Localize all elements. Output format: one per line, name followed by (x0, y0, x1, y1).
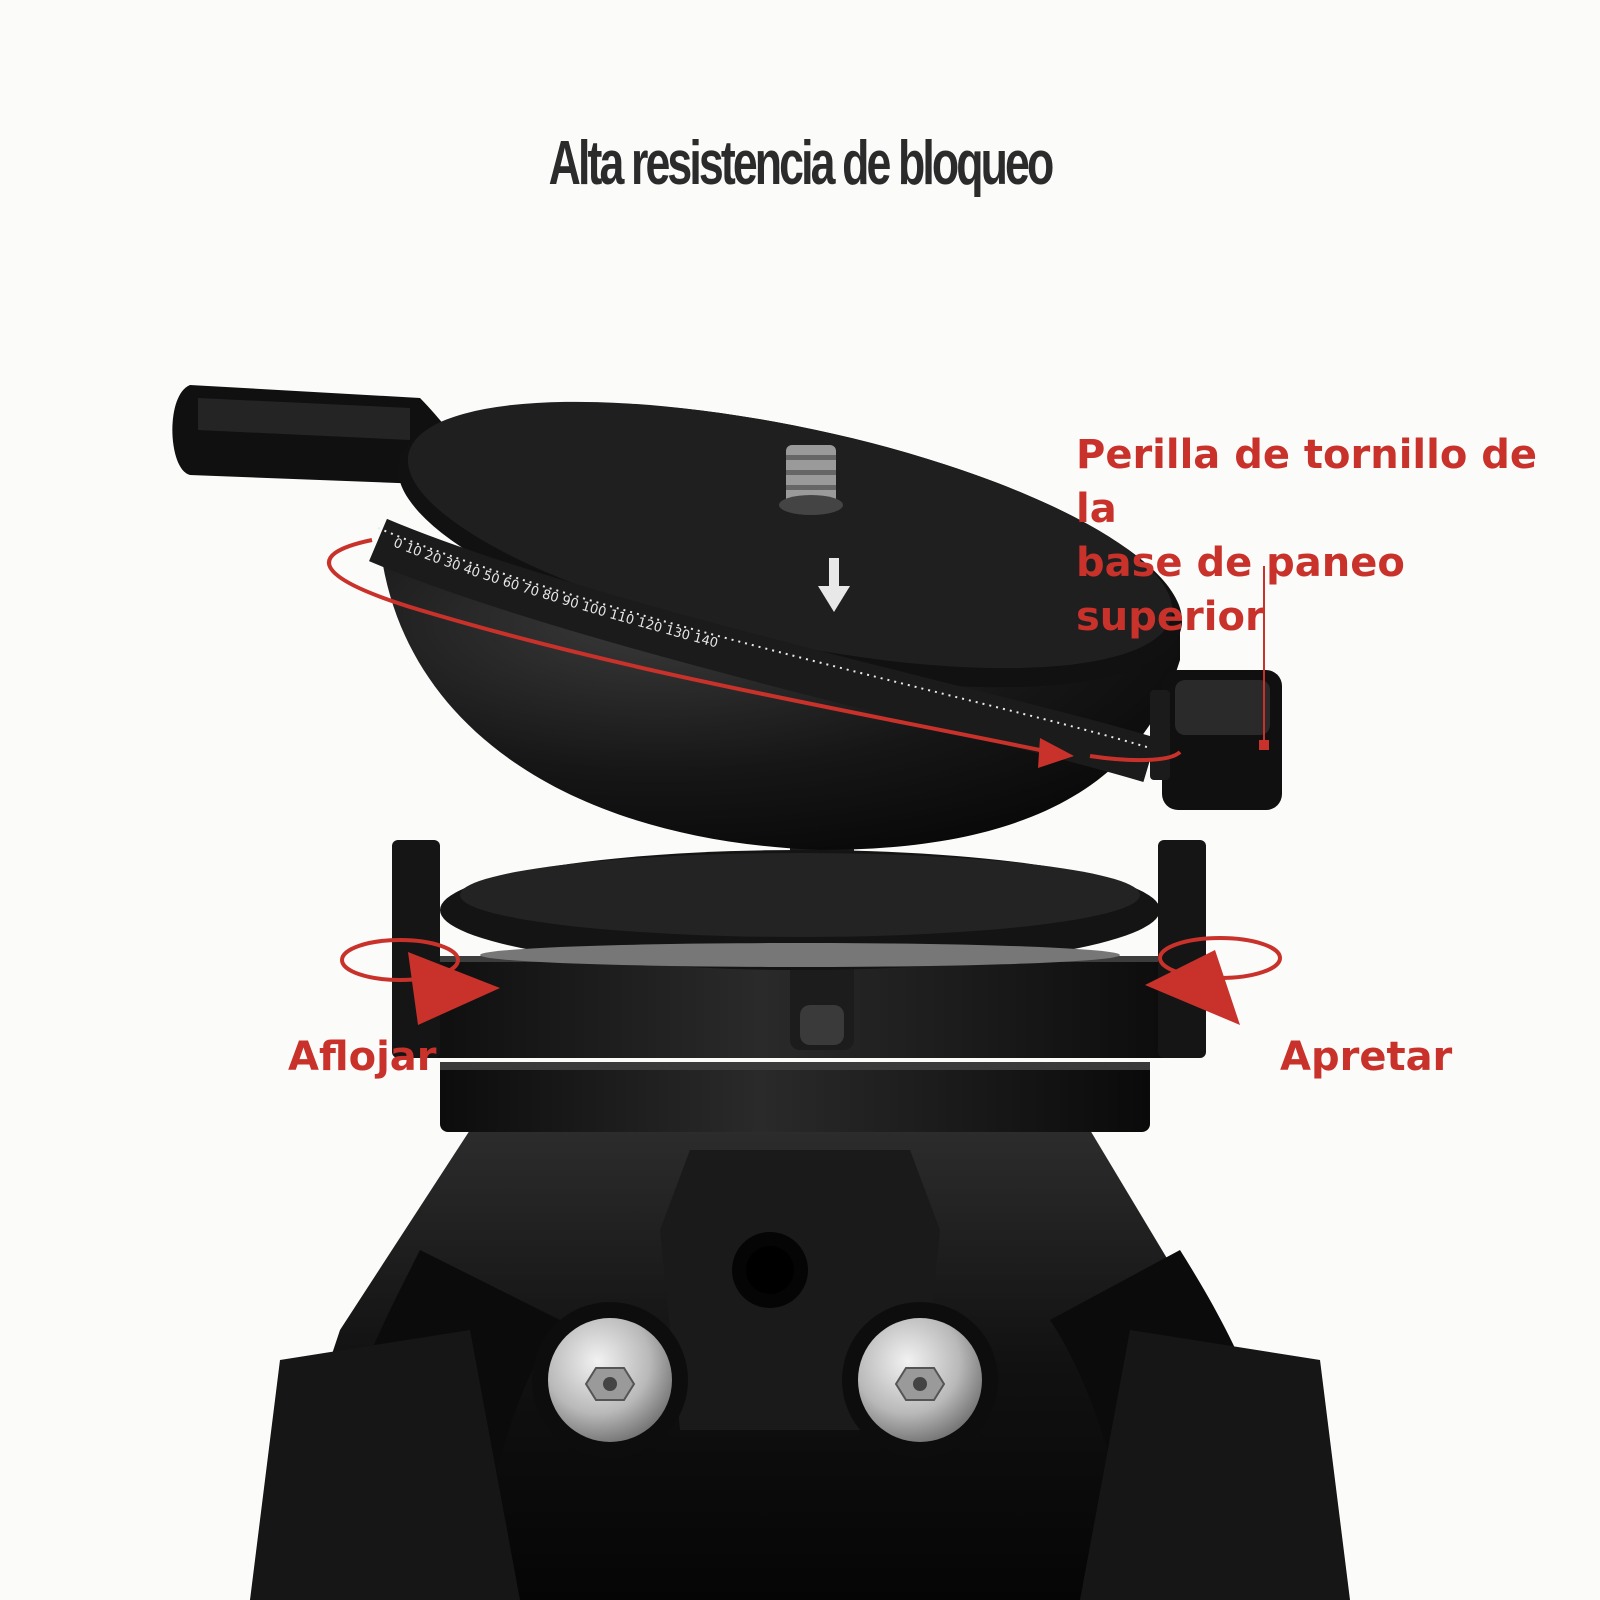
locking-collar (392, 825, 1206, 1058)
tighten-label: Apretar (1280, 1034, 1453, 1080)
knob-label-line-2: base de paneo superior (1076, 540, 1405, 640)
loosen-arrow-icon (340, 938, 500, 1025)
right-leg-bolt (842, 1302, 998, 1458)
camera-screw (779, 445, 843, 515)
damping-ring (440, 850, 1160, 970)
pointer-arrow-icon (818, 558, 850, 612)
top-plate (172, 385, 1183, 688)
lower-base-ring (440, 1062, 1150, 1132)
tripod-leg-hub (250, 1130, 1350, 1600)
knob-label-line-1: Perilla de tornillo de la (1076, 432, 1538, 532)
pan-lock-knob (1150, 670, 1282, 810)
loosen-label: Aflojar (288, 1034, 437, 1080)
rotation-arrow-icon (327, 538, 1182, 768)
page-title: Alta resistencia de bloqueo (548, 129, 1055, 198)
left-leg-bolt (532, 1302, 688, 1458)
knob-label: Perilla de tornillo de la base de paneo … (1076, 428, 1586, 644)
knob-pointer-line (1259, 566, 1269, 750)
tighten-arrow-icon (1145, 936, 1282, 1025)
